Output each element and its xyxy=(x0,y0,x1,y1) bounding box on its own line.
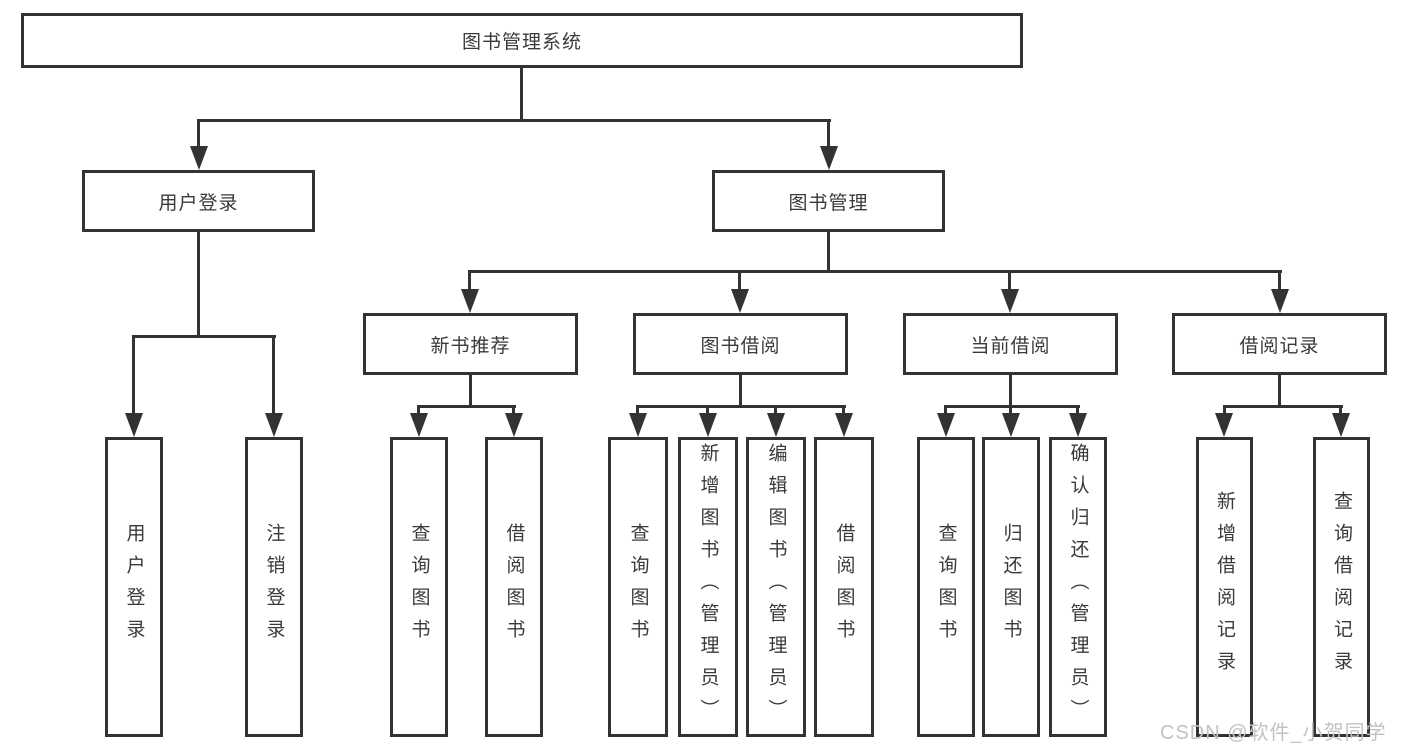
arrow-down-icon xyxy=(505,413,523,437)
arrow-down-icon xyxy=(410,413,428,437)
watermark: CSDN @软件_小贺同学 xyxy=(1160,722,1387,744)
node-label: 新增借阅记录 xyxy=(1214,491,1235,683)
node-label: 查询借阅记录 xyxy=(1331,491,1352,683)
connector-line xyxy=(944,405,947,417)
connector-line xyxy=(468,270,1282,273)
arrow-down-icon xyxy=(820,146,838,170)
connector-line xyxy=(1223,405,1226,417)
node-label: 图书管理 xyxy=(788,192,869,214)
node-label: 确认归还（管理员） xyxy=(1067,443,1089,731)
arrow-down-icon xyxy=(190,146,208,170)
arrow-down-icon xyxy=(835,413,853,437)
connector-line xyxy=(636,405,639,417)
connector-line xyxy=(417,405,420,417)
connector-line xyxy=(827,119,830,151)
arrow-down-icon xyxy=(937,413,955,437)
node-label: 编辑图书（管理员） xyxy=(765,443,787,731)
arrow-down-icon xyxy=(125,413,143,437)
node-current-borrowing: 当前借阅 xyxy=(903,313,1118,375)
connector-line xyxy=(197,119,831,122)
leaf-add-borrow-record: 新增借阅记录 xyxy=(1196,437,1253,737)
arrow-down-icon xyxy=(1069,413,1087,437)
leaf-confirm-return-admin: 确认归还（管理员） xyxy=(1049,437,1107,737)
node-label: 查询图书 xyxy=(627,523,649,651)
leaf-return-books: 归还图书 xyxy=(982,437,1040,737)
connector-line xyxy=(827,232,830,272)
arrow-down-icon xyxy=(1332,413,1350,437)
connector-line xyxy=(272,335,275,415)
connector-line xyxy=(417,405,516,408)
connector-line xyxy=(512,405,515,417)
connector-line xyxy=(1008,270,1011,293)
node-label: 查询图书 xyxy=(408,523,430,651)
arrow-down-icon xyxy=(629,413,647,437)
node-new-book-recommend: 新书推荐 xyxy=(363,313,578,375)
leaf-borrow-books: 借阅图书 xyxy=(814,437,874,737)
node-label: 用户登录 xyxy=(158,192,239,214)
leaf-query-borrow-record: 查询借阅记录 xyxy=(1313,437,1370,737)
leaf-add-books-admin: 新增图书（管理员） xyxy=(678,437,738,737)
leaf-borrow-books-recommend: 借阅图书 xyxy=(485,437,543,737)
arrow-down-icon xyxy=(461,289,479,313)
connector-line xyxy=(197,232,200,337)
node-label: 借阅图书 xyxy=(503,523,525,651)
connector-line xyxy=(1009,405,1012,417)
connector-line xyxy=(1076,405,1079,417)
node-library-management-system: 图书管理系统 xyxy=(21,13,1023,68)
connector-line xyxy=(944,405,1080,408)
arrow-down-icon xyxy=(265,413,283,437)
node-label: 当前借阅 xyxy=(970,335,1051,357)
connector-line xyxy=(132,335,135,415)
leaf-logout: 注销登录 xyxy=(245,437,303,737)
arrow-down-icon xyxy=(1002,413,1020,437)
connector-line xyxy=(842,405,845,417)
node-label: 归还图书 xyxy=(1000,523,1022,651)
arrow-down-icon xyxy=(1215,413,1233,437)
node-borrowing-records: 借阅记录 xyxy=(1172,313,1387,375)
leaf-query-books-current: 查询图书 xyxy=(917,437,975,737)
node-label: 借阅记录 xyxy=(1239,335,1320,357)
node-book-borrowing: 图书借阅 xyxy=(633,313,848,375)
connector-line xyxy=(1278,375,1281,407)
connector-line xyxy=(469,375,472,407)
connector-line xyxy=(132,335,276,338)
node-label: 查询图书 xyxy=(935,523,957,651)
leaf-edit-books-admin: 编辑图书（管理员） xyxy=(746,437,806,737)
connector-line xyxy=(636,405,846,408)
node-label: 图书借阅 xyxy=(700,335,781,357)
connector-line xyxy=(739,375,742,407)
connector-line xyxy=(706,405,709,417)
arrow-down-icon xyxy=(1001,289,1019,313)
leaf-query-books-recommend: 查询图书 xyxy=(390,437,448,737)
connector-line xyxy=(197,119,200,151)
leaf-user-login: 用户登录 xyxy=(105,437,163,737)
leaf-query-books-borrowing: 查询图书 xyxy=(608,437,668,737)
connector-line xyxy=(1223,405,1343,408)
arrow-down-icon xyxy=(767,413,785,437)
connector-line xyxy=(1339,405,1342,417)
connector-line xyxy=(738,270,741,293)
connector-line xyxy=(774,405,777,417)
arrow-down-icon xyxy=(731,289,749,313)
node-book-management: 图书管理 xyxy=(712,170,945,232)
node-label: 新增图书（管理员） xyxy=(697,443,719,731)
node-user-login: 用户登录 xyxy=(82,170,315,232)
arrow-down-icon xyxy=(699,413,717,437)
node-label: 新书推荐 xyxy=(430,335,511,357)
node-label: 注销登录 xyxy=(263,523,285,651)
connector-line xyxy=(468,270,471,293)
node-label: 用户登录 xyxy=(123,523,145,651)
connector-line xyxy=(520,68,523,120)
arrow-down-icon xyxy=(1271,289,1289,313)
node-label: 图书管理系统 xyxy=(461,32,582,53)
connector-line xyxy=(1278,270,1281,293)
connector-line xyxy=(1009,375,1012,407)
node-label: 借阅图书 xyxy=(833,523,855,651)
